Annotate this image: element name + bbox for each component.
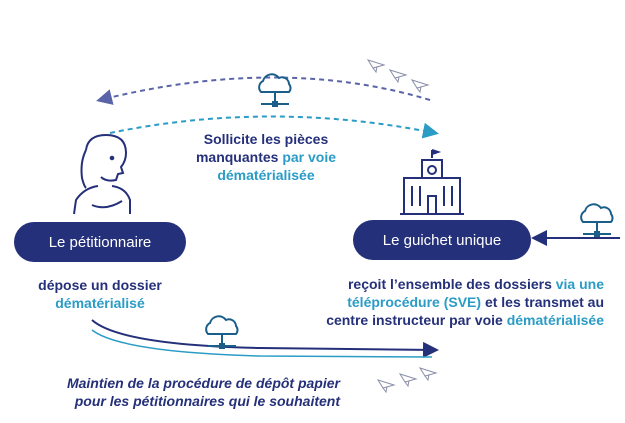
paper-note-line-1: Maintien de la procédure de dépôt papier bbox=[66, 375, 340, 391]
request-arc-outer bbox=[96, 76, 431, 105]
paper-plane-icon bbox=[389, 69, 407, 83]
guichet-label: Le guichet unique bbox=[382, 231, 502, 249]
guichet-line-3: centre instructeur par voie dématérialis… bbox=[326, 312, 604, 328]
petitioner-label: Le pétitionnaire bbox=[48, 233, 152, 251]
cloud-network-icon bbox=[205, 315, 239, 350]
petitioner-line-2: dématérialisé bbox=[55, 295, 145, 311]
paper-plane-icon bbox=[411, 79, 429, 93]
paper-plane-icon bbox=[367, 59, 385, 73]
petitioner-node: Le pétitionnaire bbox=[14, 222, 186, 262]
cloud-network-icon bbox=[580, 203, 614, 238]
request-line-2: manquantes par voie bbox=[195, 149, 337, 165]
paper-plane-icon bbox=[377, 379, 395, 393]
transmit-arrow-lower bbox=[91, 329, 433, 358]
request-line-3: dématérialisée bbox=[217, 167, 315, 183]
guichet-line-2: téléprocédure (SVE) et les transmet au bbox=[347, 294, 604, 310]
paper-note-line-2: pour les pétitionnaires qui le souhaiten… bbox=[74, 393, 340, 409]
request-line-1: Sollicite les pièces bbox=[203, 131, 329, 147]
guichet-description: reçoit l’ensemble des dossiers via une t… bbox=[270, 275, 604, 329]
cloud-network-icon bbox=[258, 73, 292, 108]
petitioner-line-1: dépose un dossier bbox=[38, 277, 162, 293]
paper-plane-icon bbox=[419, 367, 437, 381]
town-hall-icon bbox=[400, 149, 464, 215]
person-icon bbox=[73, 133, 131, 215]
guichet-node: Le guichet unique bbox=[353, 220, 531, 260]
paper-procedure-note: Maintien de la procédure de dépôt papier… bbox=[4, 374, 340, 410]
request-message: Sollicite les pièces manquantes par voie… bbox=[166, 130, 366, 184]
transmit-arrow-upper bbox=[91, 319, 439, 358]
guichet-line-1: reçoit l’ensemble des dossiers via une bbox=[347, 276, 604, 292]
request-arc-inner bbox=[109, 115, 439, 139]
petitioner-description: dépose un dossier dématérialisé bbox=[20, 276, 180, 312]
paper-plane-icon bbox=[399, 373, 417, 387]
